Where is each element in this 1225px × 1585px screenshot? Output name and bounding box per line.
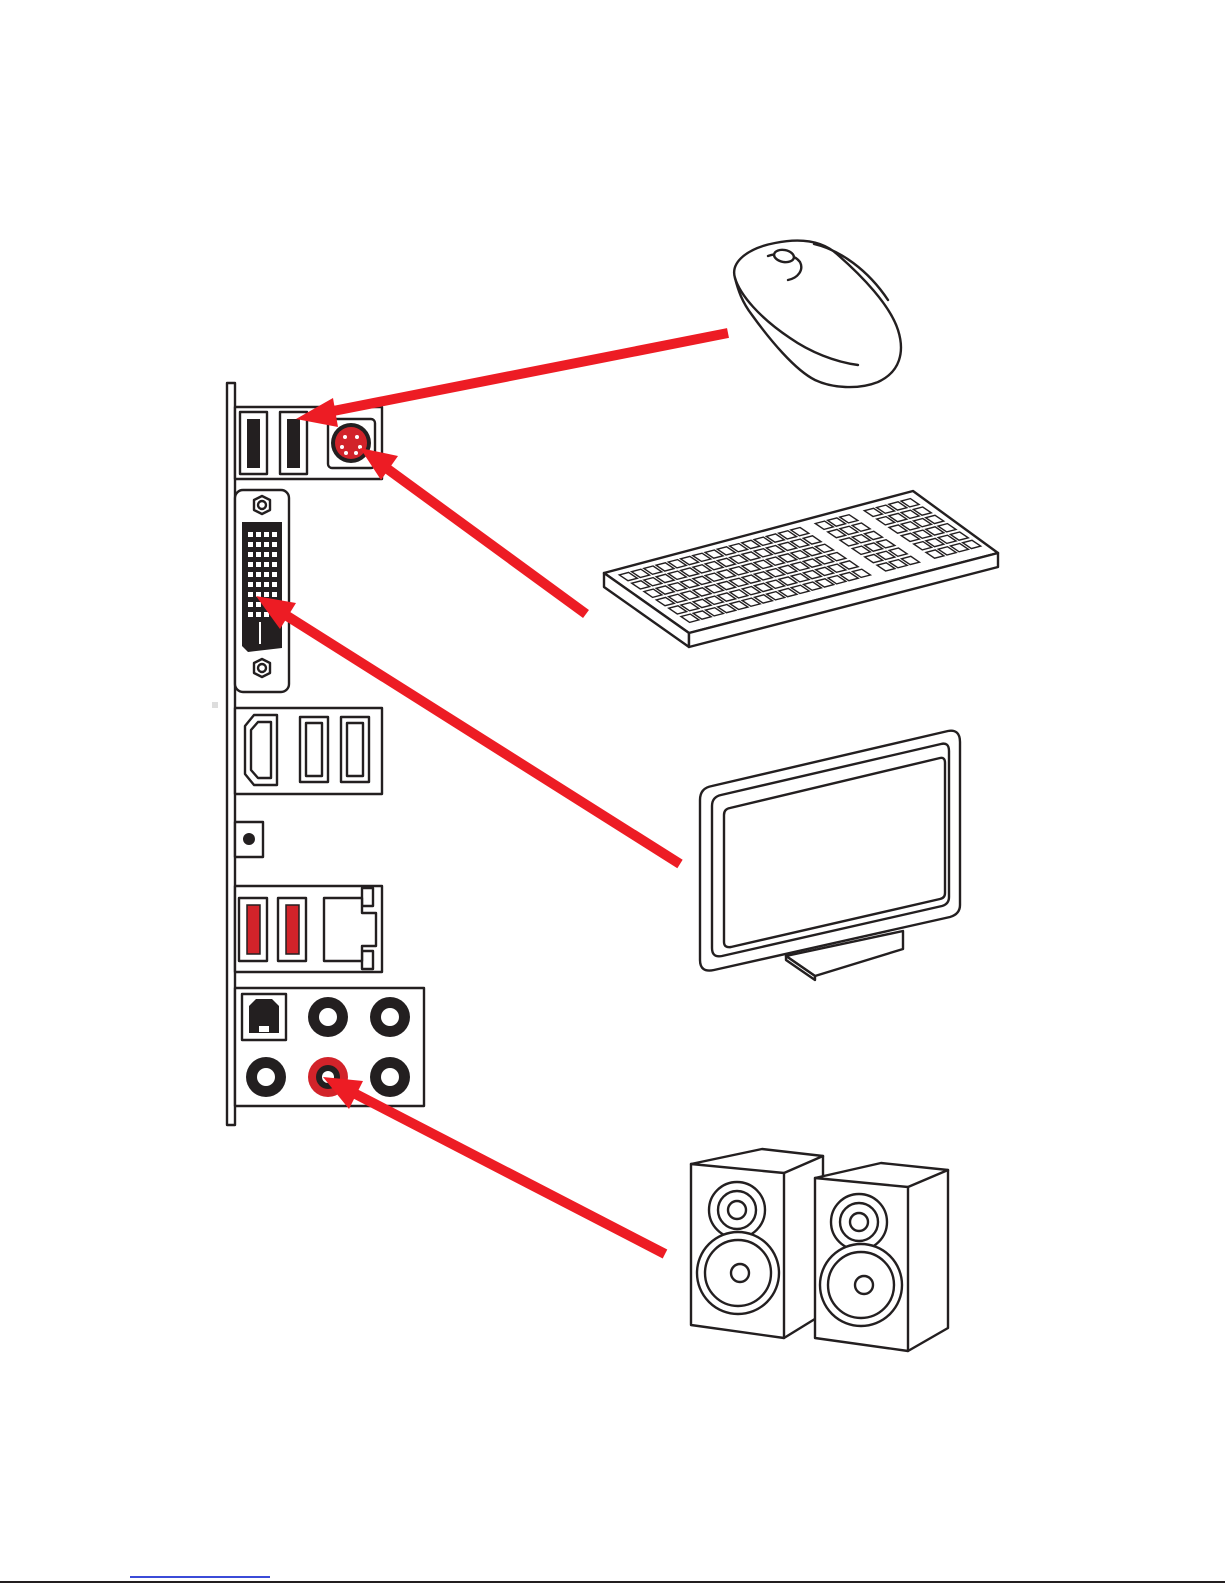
dvi-port[interactable]	[235, 490, 289, 692]
footer-rule	[0, 1581, 1225, 1583]
usb3-red-port[interactable]	[239, 898, 267, 961]
audio-jack[interactable]	[308, 997, 348, 1037]
keyboard-icon	[604, 491, 998, 647]
usb2-port[interactable]	[280, 412, 307, 474]
usb2-port[interactable]	[240, 412, 267, 474]
usb3-red-port[interactable]	[278, 898, 306, 961]
audio-jack[interactable]	[370, 997, 410, 1037]
speakers-icon	[691, 1149, 948, 1351]
arrow-keyboard-to-ps2	[360, 448, 586, 614]
port-block-hdmi-usb3	[235, 708, 382, 794]
port-block-usb-lan	[235, 886, 382, 972]
speaker-left	[691, 1149, 823, 1338]
arrow-speakers-to-audio	[323, 1077, 665, 1254]
audio-jack[interactable]	[370, 1057, 410, 1097]
io-panel	[212, 383, 424, 1125]
lan-port[interactable]	[324, 888, 376, 969]
optical-spdif-port[interactable]	[242, 994, 286, 1040]
monitor-icon	[700, 731, 960, 980]
hdmi-port[interactable]	[245, 715, 277, 785]
audio-jack[interactable]	[246, 1057, 286, 1097]
usb3-port[interactable]	[341, 717, 369, 782]
usb3-port[interactable]	[300, 717, 328, 782]
clear-cmos-button[interactable]	[235, 822, 263, 857]
speaker-right	[815, 1163, 948, 1351]
port-block-audio	[235, 988, 424, 1106]
mouse-icon	[734, 241, 901, 388]
footer-link-underline	[130, 1576, 270, 1578]
